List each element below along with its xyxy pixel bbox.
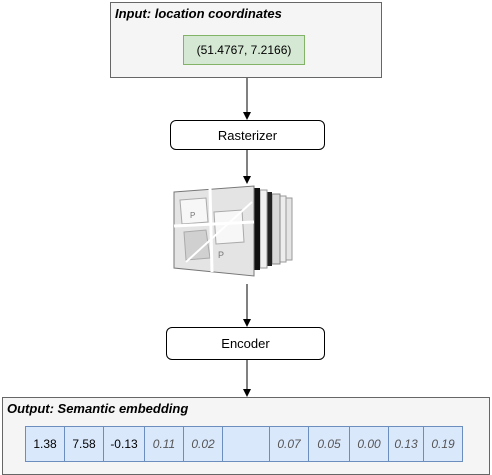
embedding-cell: 7.58 — [64, 426, 104, 462]
svg-text:P: P — [190, 211, 195, 220]
embedding-cell-gap — [222, 426, 270, 462]
embedding-cell: 0.19 — [423, 426, 463, 462]
output-title: Output: Semantic embedding — [7, 401, 189, 416]
embedding-cell: 0.11 — [144, 426, 184, 462]
embedding-cell: 0.13 — [388, 426, 424, 462]
embedding-cell: 0.02 — [183, 426, 223, 462]
embedding-cell: 1.38 — [25, 426, 65, 462]
stacked-pages — [254, 188, 293, 270]
embedding-vector: 1.38 7.58 -0.13 0.11 0.02 0.07 0.05 0.00… — [25, 426, 463, 462]
input-title: Input: location coordinates — [115, 6, 282, 21]
output-panel: Output: Semantic embedding 1.38 7.58 -0.… — [2, 397, 490, 475]
embedding-cell: 0.00 — [349, 426, 389, 462]
embedding-cell: 0.05 — [308, 426, 350, 462]
front-map-tile: P P — [173, 185, 255, 277]
embedding-cell: -0.13 — [103, 426, 145, 462]
svg-text:P: P — [218, 250, 224, 260]
input-panel: Input: location coordinates (51.4767, 7.… — [110, 2, 382, 78]
rasterizer-box: Rasterizer — [170, 120, 325, 150]
map-tile-stack-icon: P P — [166, 182, 306, 282]
coordinates-value: (51.4767, 7.2166) — [183, 35, 305, 65]
encoder-box: Encoder — [166, 327, 325, 360]
embedding-cell: 0.07 — [269, 426, 309, 462]
